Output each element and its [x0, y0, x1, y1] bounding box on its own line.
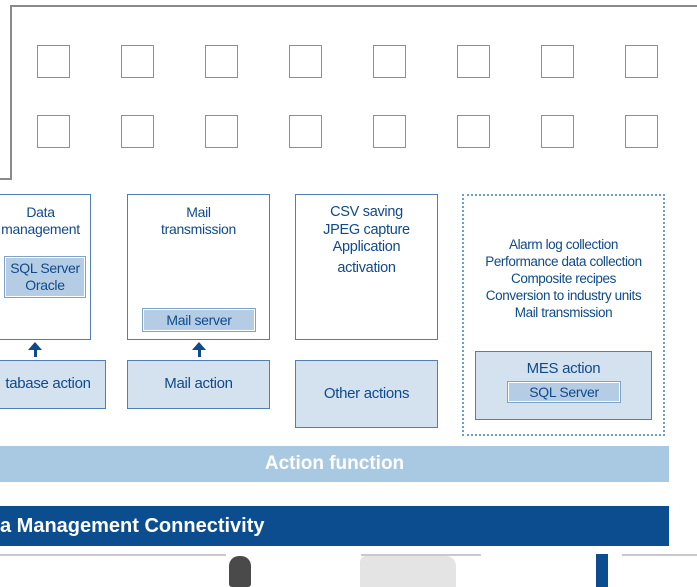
mes-function-list: Alarm log collection Performance data co… — [464, 236, 663, 321]
slot-square — [625, 45, 658, 78]
arrow-up-icon — [192, 342, 206, 350]
other-actions-action-box[interactable]: Other actions — [295, 360, 438, 428]
mail-action-box[interactable]: Mail action — [127, 360, 270, 409]
heading-line: Mail — [186, 204, 211, 220]
mes-item: Mail transmission — [514, 305, 613, 320]
slot-square — [37, 115, 70, 148]
other-actions-heading: CSV saving JPEG capture Application acti… — [296, 204, 437, 277]
slot-square — [457, 115, 490, 148]
panel-frame-left — [10, 5, 12, 180]
slot-square — [121, 45, 154, 78]
slot-square — [37, 45, 70, 78]
mes-frame: Alarm log collection Performance data co… — [462, 194, 665, 436]
mail-server: Mail server — [142, 308, 256, 332]
heading-line: transmission — [161, 221, 236, 237]
arrow-stem — [198, 350, 201, 357]
mes-sql-server: SQL Server — [507, 381, 621, 403]
device-icon — [360, 556, 456, 587]
mes-item: Composite recipes — [511, 271, 616, 286]
action-function-label: Action function — [264, 453, 405, 474]
mes-sql-server-label: SQL Server — [529, 384, 599, 400]
other-actions-box: CSV saving JPEG capture Application acti… — [295, 194, 438, 340]
arrow-stem — [34, 350, 37, 357]
slot-square — [289, 45, 322, 78]
server-line: Oracle — [25, 277, 65, 293]
connector-post — [596, 554, 608, 587]
data-management-connectivity-bar: a Management Connectivity — [0, 506, 669, 546]
data-management-heading: Data management — [0, 204, 90, 238]
heading-line: Application — [332, 239, 401, 255]
data-management-connectivity-label: a Management Connectivity — [0, 515, 265, 537]
device-outline — [622, 554, 697, 556]
slot-square — [205, 45, 238, 78]
slot-square — [373, 115, 406, 148]
mes-item: Conversion to industry units — [485, 288, 642, 303]
arrow-up-icon — [28, 342, 42, 350]
mes-item: Performance data collection — [485, 254, 642, 269]
device-outline — [0, 554, 226, 556]
server-line: SQL Server — [10, 260, 80, 276]
heading-line: activation — [337, 259, 396, 276]
slot-square — [373, 45, 406, 78]
heading-line: Data — [26, 204, 55, 220]
heading-line: CSV saving — [330, 204, 403, 220]
slot-square — [625, 115, 658, 148]
slot-square — [541, 115, 574, 148]
database-action-label: tabase action — [5, 375, 91, 392]
mail-transmission-heading: Mail transmission — [128, 204, 269, 238]
mes-action-box[interactable]: MES action SQL Server — [475, 351, 652, 420]
slot-square — [541, 45, 574, 78]
slot-square — [457, 45, 490, 78]
slot-square — [121, 115, 154, 148]
heading-line: management — [1, 221, 80, 237]
slot-square — [289, 115, 322, 148]
other-actions-label: Other actions — [323, 385, 410, 402]
database-action-box[interactable]: tabase action — [0, 360, 106, 409]
panel-frame-foot — [0, 178, 12, 180]
mail-action-label: Mail action — [164, 375, 233, 392]
mail-transmission-box: Mail transmission Mail server — [127, 194, 270, 340]
data-management-box: Data management SQL Server Oracle — [0, 194, 91, 340]
panel-frame-top — [10, 5, 697, 7]
device-icon — [229, 556, 251, 587]
heading-line: JPEG capture — [323, 221, 410, 238]
mail-server-label: Mail server — [166, 312, 232, 328]
mes-item: Alarm log collection — [508, 237, 619, 252]
device-outline — [361, 554, 481, 556]
mes-action-label: MES action — [526, 360, 601, 377]
database-servers: SQL Server Oracle — [4, 256, 86, 298]
slot-square — [205, 115, 238, 148]
action-function-bar: Action function — [0, 446, 669, 482]
